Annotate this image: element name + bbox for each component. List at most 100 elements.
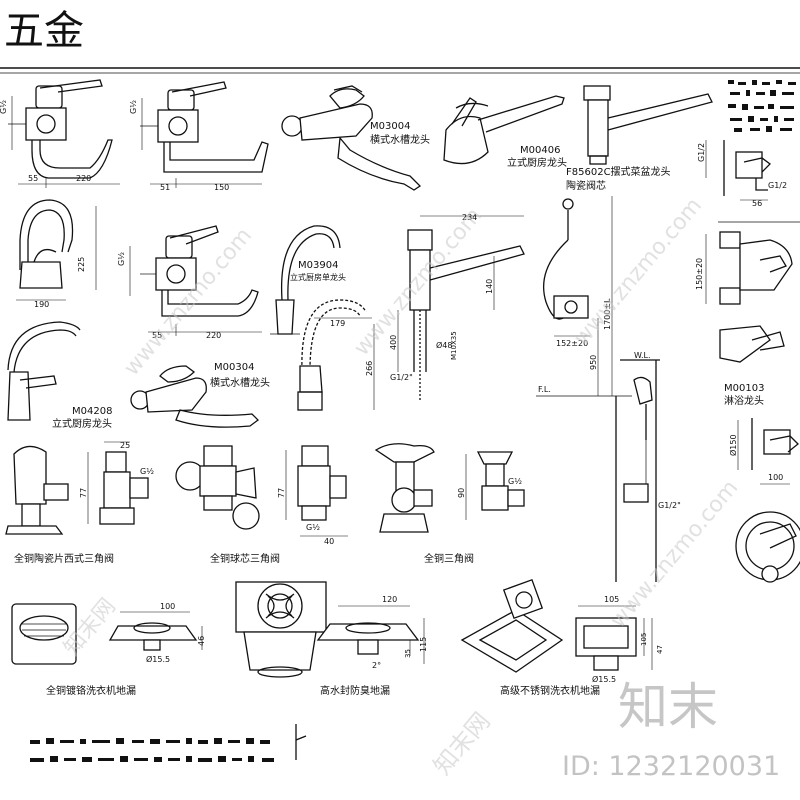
valve-caption: 全铜陶瓷片西式三角阀 [14, 552, 114, 565]
dim-label: 266 [365, 361, 374, 376]
valve-drawing-2 [175, 445, 260, 530]
diagonal-watermark: www.znzmo.com [569, 193, 707, 350]
product-code-label: M03004 [370, 121, 410, 132]
product-name-label: 横式水槽龙头 [370, 133, 430, 146]
m03004-faucet-drawing [281, 85, 422, 191]
dim-label: M10X35 [450, 331, 458, 360]
gooseneck-dimension-drawing [297, 299, 375, 411]
dim-label: 950 [589, 355, 598, 370]
dim-label: G1/2" [390, 373, 413, 382]
m00304-faucet-drawing [130, 365, 259, 428]
dim-label: 220 [206, 331, 221, 340]
wall-faucet-drawing-3 [129, 225, 262, 336]
product-code-label: M00406 [520, 145, 560, 156]
dim-label: 77 [79, 488, 88, 498]
dim-label: Ø15.5 [592, 674, 616, 684]
valve-drawing-3 [374, 443, 435, 533]
dim-label: 46 [197, 636, 206, 646]
kitchen-faucet-dimension-drawing [397, 215, 525, 400]
dim-label: 225 [77, 257, 86, 272]
dim-label: 105 [640, 633, 648, 646]
dim-label: 400 [389, 335, 398, 350]
product-sub-label: 陶瓷阀芯 [566, 179, 606, 192]
gooseneck-faucet-drawing [16, 199, 97, 301]
wall-faucet-drawing-1: G½ 55 220 [0, 79, 120, 188]
concealed-valve-drawing-2 [737, 418, 799, 485]
valve-drawing-1 [5, 441, 149, 535]
valve-dimension-drawing-3 [465, 451, 525, 520]
dim-label: G½ [0, 100, 8, 114]
dim-label: G½ [140, 467, 154, 476]
dim-label: G1/2 [768, 181, 787, 190]
floor-drain-drawing-2 [235, 581, 425, 678]
dim-label: 1700±L [603, 298, 612, 330]
drain-caption: 高级不锈钢洗衣机地漏 [500, 684, 600, 697]
dim-label: Ø150 [728, 434, 738, 456]
dim-label: 77 [277, 488, 286, 498]
dim-label: 2° [372, 661, 381, 670]
dim-label: 40 [324, 537, 334, 546]
dim-label: 150±20 [695, 258, 704, 290]
product-name-label: F85602C摆式菜盆龙头 [566, 165, 671, 178]
dim-label: 179 [330, 319, 345, 328]
dim-label: 105 [604, 595, 619, 604]
dim-label: 55 [152, 331, 162, 340]
m04208-faucet-drawing [7, 321, 81, 421]
dim-label: F.L. [538, 385, 551, 394]
valve-caption: 全铜三角阀 [424, 552, 474, 565]
brand-watermark: 知末 [618, 678, 718, 736]
symbol-cluster [728, 80, 796, 132]
floor-drain-drawing-1 [11, 603, 203, 665]
dim-label: 100 [768, 473, 783, 482]
m00103-faucet-drawing [705, 221, 800, 363]
m00406-faucet-drawing [443, 95, 565, 165]
dim-label: 140 [485, 279, 494, 294]
diagonal-watermark: www.znzmo.com [349, 203, 487, 360]
dim-label: 51 [160, 183, 170, 192]
dim-label: 25 [120, 441, 130, 450]
product-name-label: 立式厨房龙头 [507, 156, 567, 169]
shower-riser-drawing [615, 359, 660, 582]
shower-hose-drawing [536, 196, 632, 397]
product-code-label: M00304 [214, 362, 254, 373]
bottom-symbol-row [30, 724, 307, 762]
drain-caption: 高水封防臭地漏 [320, 684, 390, 697]
dim-label: 35 [404, 649, 412, 658]
diagonal-watermark-stamp: 知末网 [428, 707, 496, 780]
dim-label: Ø48 [436, 340, 452, 350]
dim-label: 150 [214, 183, 229, 192]
dim-label: 120 [382, 595, 397, 604]
page-title: 五金 [4, 8, 84, 54]
floor-drain-drawing-3 [460, 578, 653, 673]
drain-caption: 全铜镀铬洗衣机地漏 [46, 684, 136, 697]
dim-label: 190 [34, 300, 49, 309]
dim-label: W.L. [634, 351, 651, 360]
dim-label: 47 [656, 645, 664, 654]
concealed-valve-drawing-1 [705, 140, 771, 201]
product-name-label: 立式厨房单龙头 [290, 272, 346, 282]
product-code-label: M03904 [298, 260, 338, 271]
product-name-label: 淋浴龙头 [724, 394, 764, 407]
dim-label: 115 [419, 637, 428, 652]
dim-label: 234 [462, 213, 477, 222]
valve-caption: 全铜球芯三角阀 [210, 552, 280, 565]
product-name-label: 立式厨房龙头 [52, 417, 112, 430]
dim-label: G1/2" [658, 501, 681, 510]
dim-label: 152±20 [556, 339, 588, 348]
valve-dimension-drawing-2 [285, 445, 348, 537]
product-code-label: M04208 [72, 406, 112, 417]
dim-label: G½ [508, 477, 522, 486]
dim-label: G½ [129, 100, 138, 114]
m03904-faucet-drawing [270, 225, 341, 335]
dim-label: G½ [117, 252, 126, 266]
product-code-label: M00103 [724, 383, 764, 394]
dim-label: 220 [76, 174, 91, 183]
dim-label: G½ [306, 523, 320, 532]
product-name-label: 横式水槽龙头 [210, 376, 270, 389]
dim-label: 56 [752, 199, 762, 208]
wall-faucet-drawing-2: G½ 51 150 [129, 81, 269, 192]
dim-label: 90 [457, 488, 466, 498]
dim-label: 100 [160, 602, 175, 611]
f85602c-faucet-drawing [583, 85, 713, 165]
